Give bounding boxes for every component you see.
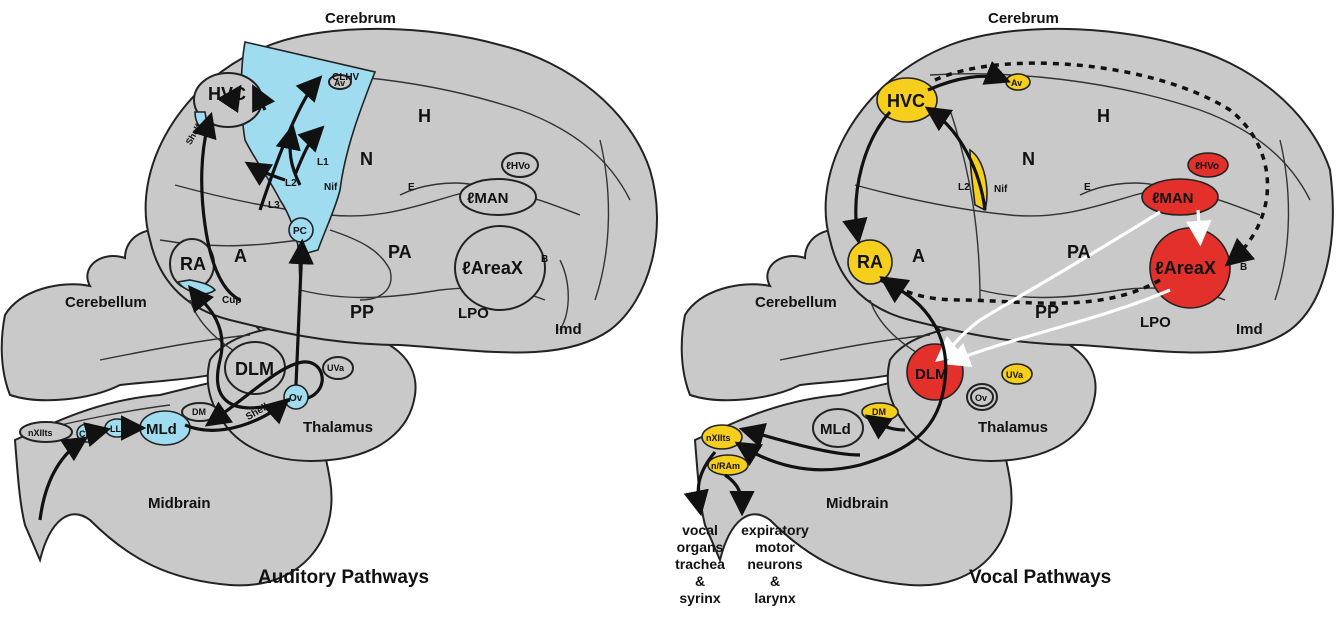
b-label-r: B: [1240, 262, 1247, 273]
man-label: ℓMAN: [467, 190, 509, 207]
nxiits-label-r: nXIIts: [706, 433, 731, 443]
cerebellum-label: Cerebellum: [65, 294, 147, 311]
ra-label-r: RA: [857, 252, 883, 272]
dlm-label: DLM: [235, 359, 274, 379]
pp-label: PP: [350, 302, 374, 322]
av-label-r: Av: [1011, 78, 1022, 88]
ov-label-r: Ov: [975, 393, 987, 403]
out-left-line: vocal: [682, 522, 718, 538]
areax-label-r: ℓAreaX: [1155, 258, 1216, 278]
b-label: B: [541, 254, 548, 265]
e-label-r: E: [1084, 182, 1091, 193]
out-right-line: neurons: [747, 556, 802, 572]
lpo-label-r: LPO: [1140, 314, 1171, 331]
areax-label: ℓAreaX: [462, 258, 523, 278]
vocal-title: Vocal Pathways: [969, 567, 1111, 588]
uva-label-r: UVa: [1006, 370, 1024, 380]
mld-label: MLd: [146, 421, 177, 438]
l3-label: L3: [268, 200, 280, 211]
a-label-r: A: [912, 246, 925, 266]
l2-label: L2: [285, 178, 297, 189]
pa-label: PA: [388, 242, 412, 262]
a-label: A: [234, 246, 247, 266]
cup-label: Cup: [222, 295, 241, 306]
uva-label: UVa: [327, 363, 345, 373]
ll-label: LL: [110, 424, 121, 434]
out-left-line: syrinx: [679, 590, 720, 606]
thalamus-label: Thalamus: [303, 419, 373, 436]
vocal-panel: Cerebrum HVC Av H N L2 Nif E ℓHVo ℓMAN P…: [675, 10, 1333, 606]
out-left-line: trachea: [675, 556, 725, 572]
pp-label-r: PP: [1035, 302, 1059, 322]
dm-label: DM: [192, 407, 206, 417]
nxiits-label: nXIIts: [28, 428, 53, 438]
l1-label: L1: [317, 157, 329, 168]
h-label: H: [418, 106, 431, 126]
mld-label-r: MLd: [820, 421, 851, 438]
hvc-label-r: HVC: [887, 91, 925, 111]
av-label: Av: [334, 78, 345, 88]
out-right-line: motor: [755, 539, 795, 555]
out-right-line: &: [770, 573, 780, 589]
cerebrum-label: Cerebrum: [325, 10, 396, 27]
thalamus-label-r: Thalamus: [978, 419, 1048, 436]
n-label: N: [360, 149, 373, 169]
auditory-title: Auditory Pathways: [258, 567, 429, 588]
output-right: expiratory motor neurons & larynx: [741, 522, 809, 606]
cerebrum-label-r: Cerebrum: [988, 10, 1059, 27]
midbrain-label: Midbrain: [148, 495, 211, 512]
dlm-label-r: DLM: [915, 366, 948, 383]
imd-label: Imd: [555, 321, 582, 338]
hvc-label: HVC: [208, 84, 246, 104]
nram-label-r: n/RAm: [711, 461, 740, 471]
man-label-r: ℓMAN: [1152, 190, 1194, 207]
output-left: vocal organs trachea & syrinx: [675, 522, 725, 606]
lpo-label: LPO: [458, 305, 489, 322]
auditory-panel: Cerebrum HVC Shelf CLHV Av H N L1 L2 Nif…: [2, 10, 657, 588]
ov-label: Ov: [289, 393, 303, 404]
out-left-line: &: [695, 573, 705, 589]
pc-label: PC: [293, 226, 307, 237]
ra-label: RA: [180, 254, 206, 274]
cn-label: CN: [79, 429, 92, 439]
out-right-line: larynx: [754, 590, 795, 606]
hvo-label-r: ℓHVo: [1195, 161, 1219, 172]
n-label-r: N: [1022, 149, 1035, 169]
nif-label: Nif: [324, 182, 338, 193]
l2-label-r: L2: [958, 182, 970, 193]
h-label-r: H: [1097, 106, 1110, 126]
imd-label-r: Imd: [1236, 321, 1263, 338]
out-left-line: organs: [677, 539, 724, 555]
out-right-line: expiratory: [741, 522, 809, 538]
midbrain-label-r: Midbrain: [826, 495, 889, 512]
nif-label-r: Nif: [994, 184, 1008, 195]
cerebellum-label-r: Cerebellum: [755, 294, 837, 311]
e-label: E: [408, 182, 415, 193]
hvo-label: ℓHVo: [506, 161, 530, 172]
dm-label-r: DM: [872, 407, 886, 417]
pa-label-r: PA: [1067, 242, 1091, 262]
